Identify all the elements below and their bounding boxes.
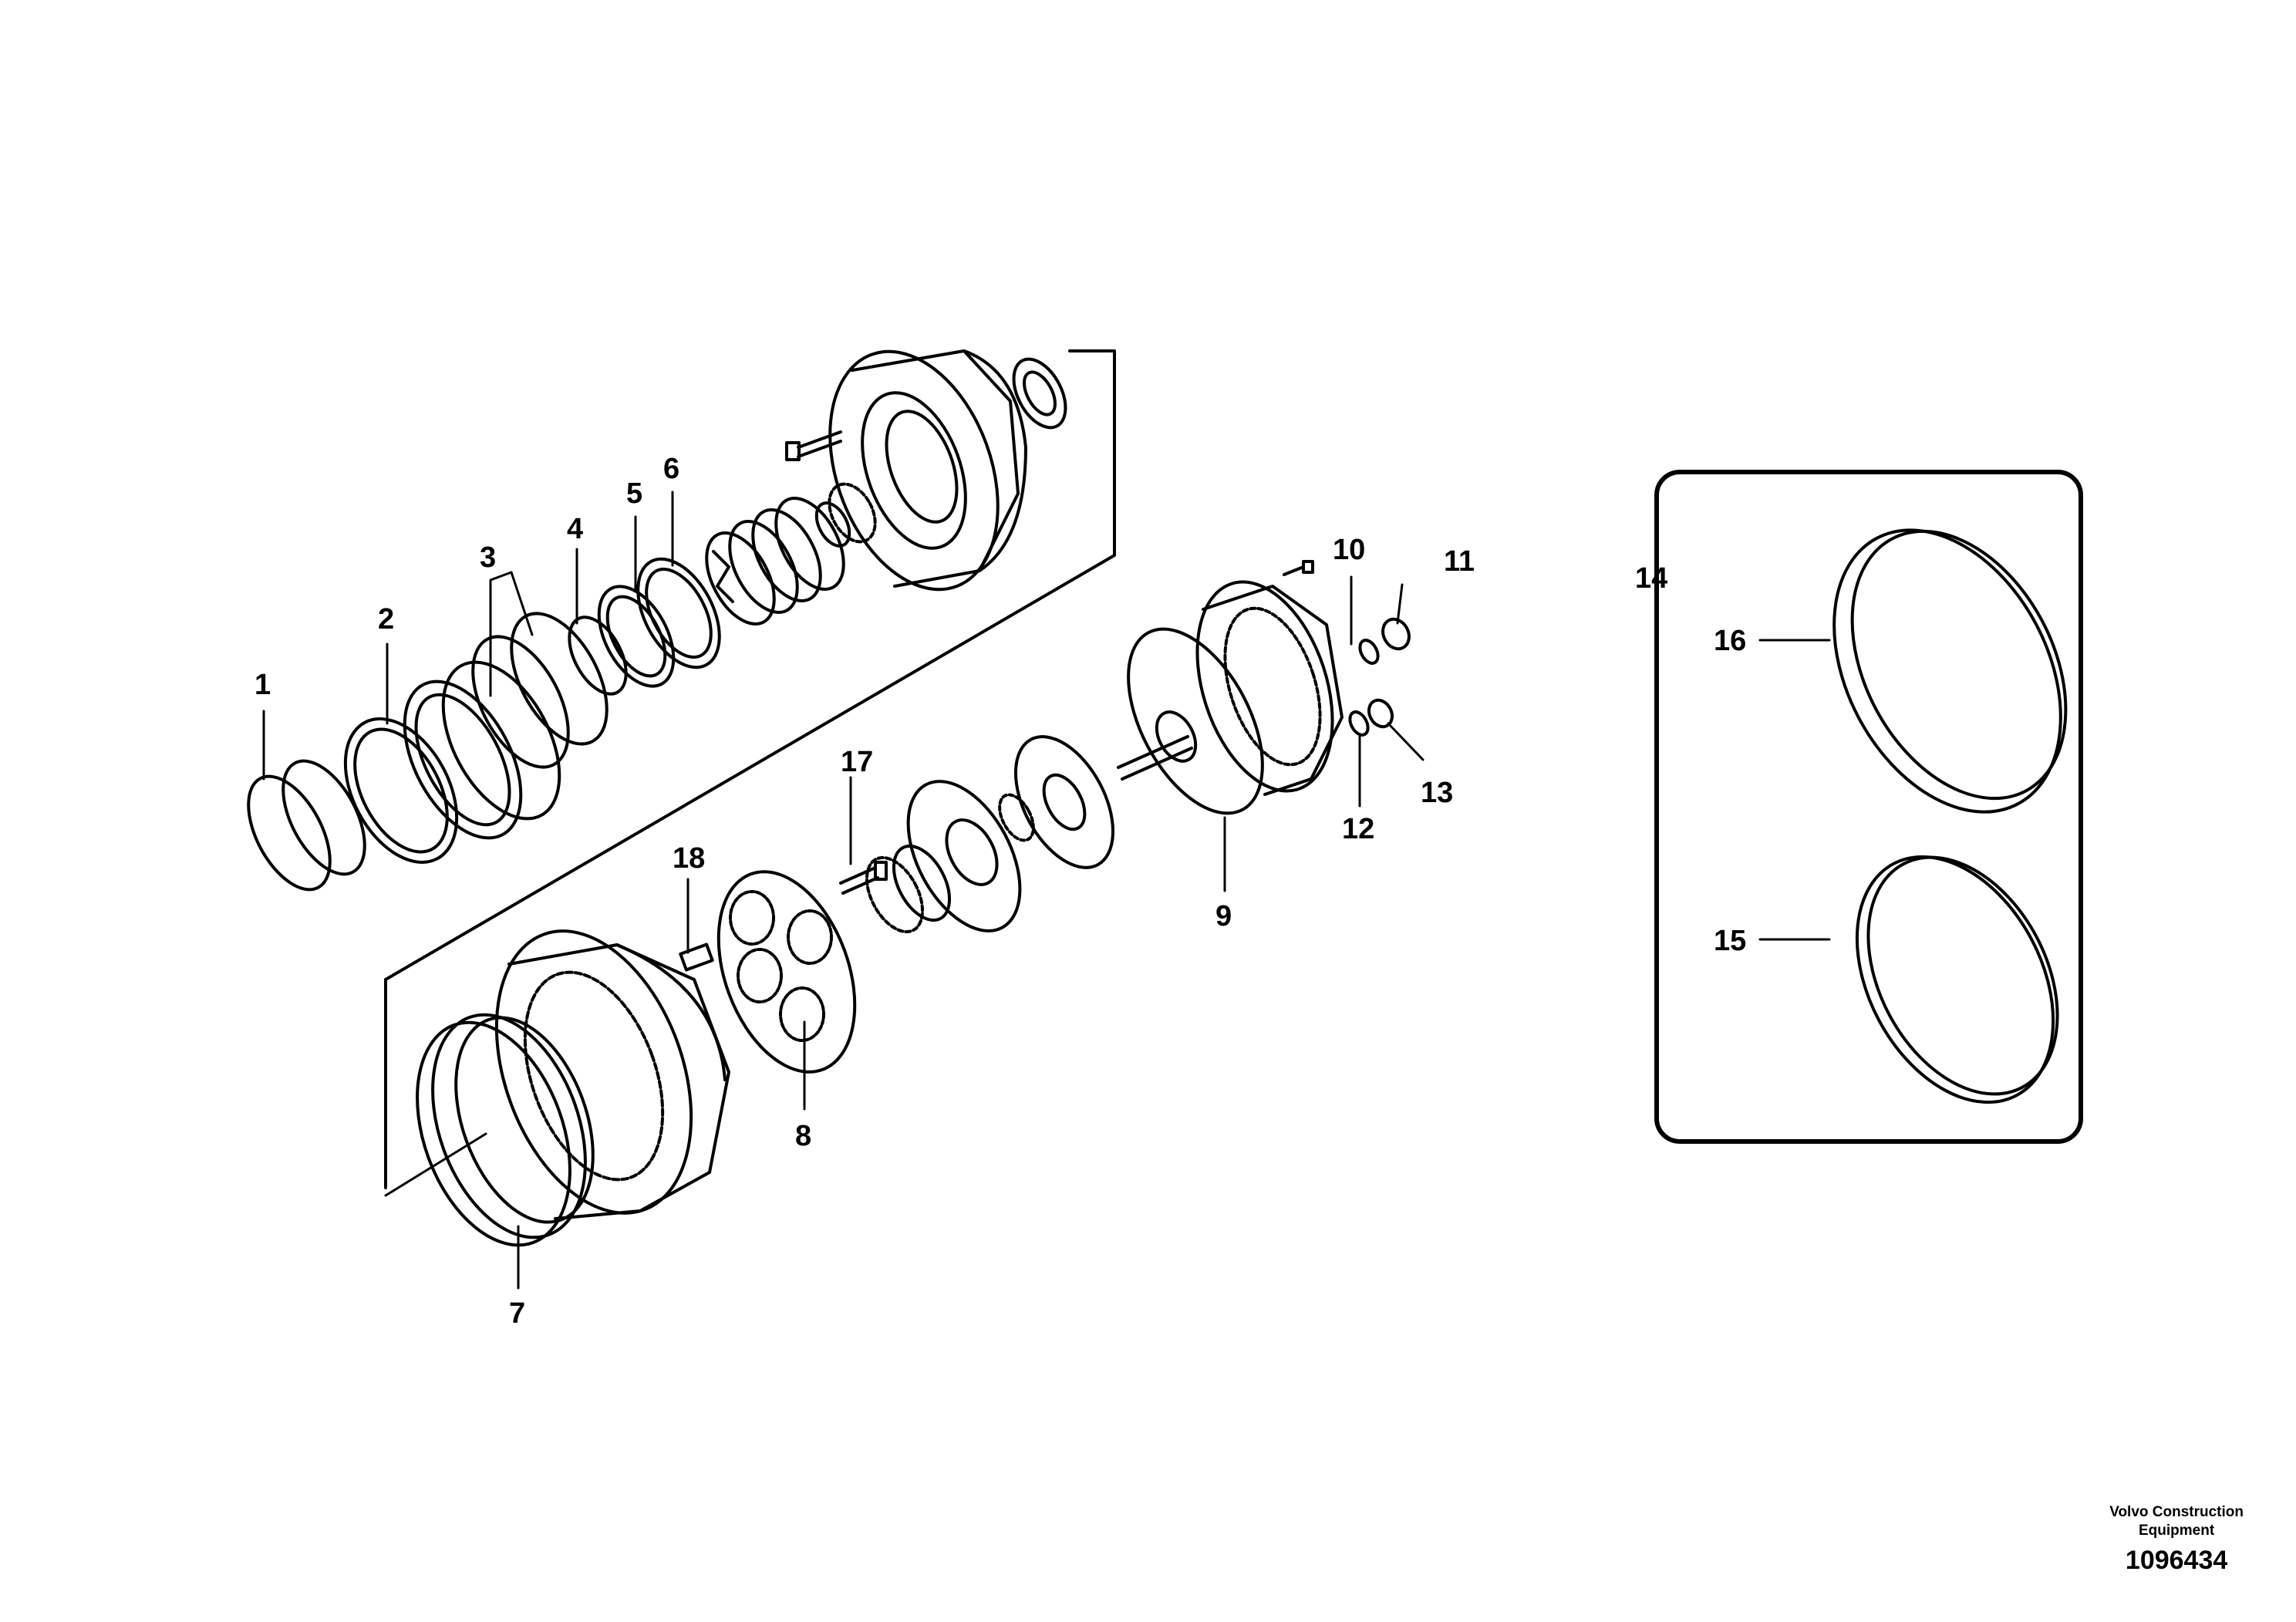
part-bolt-17 (839, 861, 888, 895)
brand-line-1: Volvo Construction (2109, 1504, 2244, 1520)
part-planet-carrier-upper (906, 735, 1115, 932)
callout-8: 8 (795, 1120, 811, 1152)
callout-2: 2 (378, 603, 394, 636)
callout-16: 16 (1714, 625, 1746, 657)
callout-17: 17 (841, 746, 873, 778)
callout-12: 12 (1342, 813, 1374, 845)
leader-lines (262, 491, 1831, 1290)
part-motor-housing (785, 349, 1027, 592)
part-seal-16 (1832, 528, 2068, 814)
callout-14: 14 (1635, 562, 1667, 595)
callout-5: 5 (626, 477, 642, 510)
part-brake-discs (705, 497, 845, 626)
part-ring-5 (597, 585, 676, 688)
callout-9: 9 (1215, 900, 1232, 932)
callout-6: 6 (663, 453, 679, 485)
callout-7: 7 (509, 1297, 525, 1330)
part-bearing (403, 660, 561, 840)
part-plug-11 (1381, 617, 1411, 651)
part-ring-gear-housing (494, 929, 730, 1220)
callout-3: 3 (480, 541, 496, 574)
callout-1: 1 (255, 669, 271, 701)
part-seal-2 (343, 717, 459, 864)
publisher-block: Volvo Construction Equipment 1096434 (2109, 1503, 2244, 1577)
part-washer-10 (1358, 639, 1380, 665)
callout-13: 13 (1421, 777, 1453, 809)
part-plug-13 (1367, 698, 1394, 729)
callout-11: 11 (1444, 545, 1475, 578)
callout-labels: 1 2 3 4 5 6 7 8 9 10 11 12 13 14 15 16 1… (255, 453, 1746, 1330)
part-oil-seal (1012, 357, 1067, 430)
assembly-frame (384, 349, 1116, 1189)
part-drive-shaft (1117, 710, 1198, 781)
part-o-ring-9 (1127, 627, 1264, 815)
part-ring-6 (636, 557, 721, 669)
callout-18: 18 (673, 842, 705, 875)
part-o-ring-1 (247, 759, 366, 892)
part-pin-18 (679, 943, 714, 972)
part-sun-gear (865, 844, 952, 934)
part-o-ring-15 (1855, 855, 2059, 1104)
kit-box-14 (1654, 470, 2083, 1144)
illustration-number: 1096434 (2125, 1546, 2228, 1575)
part-ring-4 (568, 615, 628, 696)
part-washer-12 (1348, 710, 1370, 737)
callout-4: 4 (567, 513, 583, 545)
callout-15: 15 (1714, 925, 1746, 957)
part-cover (1195, 560, 1344, 796)
part-floating-seal-7 (416, 1013, 595, 1247)
callout-10: 10 (1333, 534, 1365, 566)
brand-line-2: Equipment (2139, 1523, 2215, 1539)
part-planet-carrier-8 (716, 870, 857, 1074)
